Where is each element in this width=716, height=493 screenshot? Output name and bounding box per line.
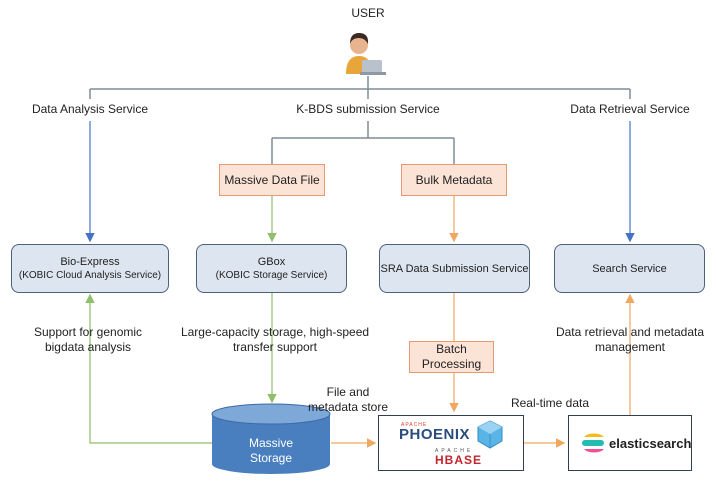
massive-storage-label: Massive Storage bbox=[248, 436, 293, 465]
elasticsearch-logo-box: elasticsearch bbox=[568, 415, 692, 471]
batch-processing-box: Batch Processing bbox=[409, 341, 494, 373]
data-retrieval-service-label: Data Retrieval Service bbox=[570, 102, 690, 116]
retrieval-metadata-note: Data retrieval and metadata management bbox=[555, 325, 705, 354]
elasticsearch-logo-text: elasticsearch bbox=[609, 436, 692, 451]
bulk-metadata-box: Bulk Metadata bbox=[401, 164, 507, 196]
massive-data-file-box: Massive Data File bbox=[219, 164, 325, 196]
search-service-box: Search Service bbox=[554, 244, 705, 293]
hbase-apache-text: APACHE bbox=[435, 448, 474, 454]
file-metadata-store-note: File and metadata store bbox=[307, 385, 389, 414]
hbase-logo-text: HBASE bbox=[435, 453, 483, 467]
phoenix-logo-text: PHOENIX bbox=[399, 426, 471, 443]
phoenix-hbase-logo-box: APACHE PHOENIX APACHE HBASE bbox=[378, 415, 524, 471]
genomic-support-note: Support for genomic bigdata analysis bbox=[33, 325, 143, 354]
sra-submission-box: SRA Data Submission Service bbox=[379, 244, 530, 293]
real-time-data-note: Real-time data bbox=[510, 396, 590, 410]
user-icon bbox=[346, 33, 386, 75]
kbds-submission-service-label: K-BDS submission Service bbox=[296, 102, 440, 116]
bio-express-box: Bio-Express (KOBIC Cloud Analysis Servic… bbox=[11, 244, 169, 293]
user-label: USER bbox=[351, 6, 385, 20]
phoenix-apache-text: APACHE bbox=[401, 422, 428, 428]
large-capacity-note: Large-capacity storage, high-speed trans… bbox=[180, 325, 370, 354]
data-analysis-service-label: Data Analysis Service bbox=[31, 102, 149, 116]
storage-cylinder bbox=[211, 403, 331, 474]
arrow-storage-to-bioexpress bbox=[85, 293, 212, 444]
gbox-box: GBox (KOBIC Storage Service) bbox=[196, 244, 347, 293]
